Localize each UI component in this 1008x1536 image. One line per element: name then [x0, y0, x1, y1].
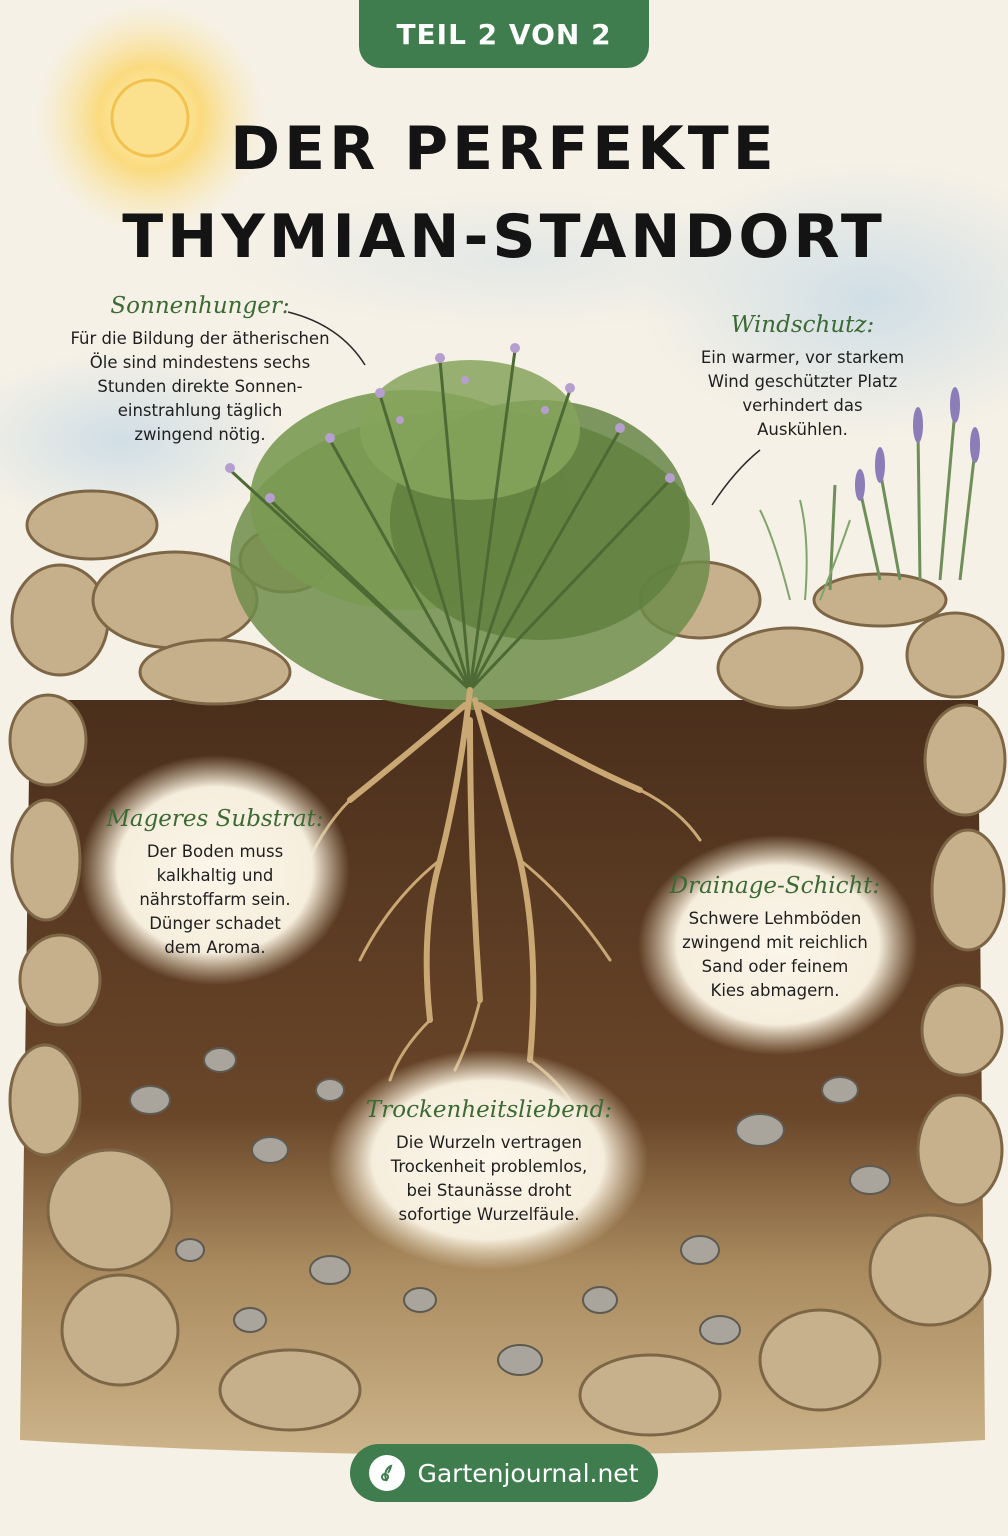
- callout-line: Trockenheit problemlos,: [390, 1157, 588, 1176]
- page-title: DER PERFEKTE THYMIAN-STANDORT: [0, 105, 1008, 281]
- callout-sun-text: Für die Bildung der ätherischen Öle sind…: [55, 327, 345, 447]
- thyme-plant-illustration: [225, 343, 710, 710]
- callout-wind: Windschutz: Ein warmer, vor starkem Wind…: [680, 312, 925, 442]
- callout-line: Öle sind mindestens sechs: [89, 353, 311, 372]
- callout-sun-heading: Sonnenhunger:: [110, 293, 290, 319]
- callout-drainage: Drainage-Schicht: Schwere Lehmböden zwin…: [655, 873, 895, 1003]
- callout-line: sofortige Wurzelfäule.: [398, 1205, 580, 1224]
- footer-site-badge[interactable]: Gartenjournal.net: [350, 1444, 658, 1502]
- title-line-1: DER PERFEKTE: [230, 114, 778, 184]
- callout-line: Wind geschützter Platz: [707, 372, 898, 391]
- callout-dry-heading: Trockenheitsliebend:: [365, 1097, 613, 1123]
- callout-line: kalkhaltig und: [156, 866, 274, 885]
- callout-substrate-heading: Mageres Substrat:: [106, 806, 324, 832]
- callout-line: verhindert das: [742, 396, 863, 415]
- callout-line: dem Aroma.: [164, 938, 266, 957]
- callout-line: zwingend nötig.: [134, 425, 266, 444]
- callout-wind-text: Ein warmer, vor starkem Wind geschützter…: [680, 346, 925, 442]
- sun-icon: [35, 3, 265, 233]
- callout-line: Auskühlen.: [757, 420, 848, 439]
- callout-line: Kies abmagern.: [710, 981, 840, 1000]
- callout-line: zwingend mit reichlich: [682, 933, 868, 952]
- site-name: Gartenjournal.net: [417, 1458, 639, 1488]
- callout-line: bei Staunässe droht: [406, 1181, 572, 1200]
- callout-line: nährstoffarm sein.: [139, 890, 291, 909]
- title-line-2: THYMIAN-STANDORT: [122, 202, 886, 272]
- callout-line: einstrahlung täglich: [117, 401, 283, 420]
- callout-sun: Sonnenhunger: Für die Bildung der ätheri…: [55, 293, 345, 447]
- callout-line: Der Boden muss: [146, 842, 284, 861]
- callout-line: Stunden direkte Sonnen-: [97, 377, 303, 396]
- callout-dry: Trockenheitsliebend: Die Wurzeln vertrag…: [358, 1097, 620, 1227]
- callout-dry-text: Die Wurzeln vertragen Trockenheit proble…: [358, 1131, 620, 1227]
- wind-pointer-line: [711, 449, 761, 506]
- callout-drainage-heading: Drainage-Schicht:: [669, 873, 881, 899]
- callout-line: Dünger schadet: [149, 914, 281, 933]
- callout-line: Ein warmer, vor starkem: [700, 348, 905, 367]
- callout-line: Für die Bildung der ätherischen: [70, 329, 330, 348]
- callout-line: Die Wurzeln vertragen: [396, 1133, 582, 1152]
- callout-line: Sand oder feinem: [701, 957, 849, 976]
- callout-drainage-text: Schwere Lehmböden zwingend mit reichlich…: [655, 907, 895, 1003]
- sun-pointer-line: [287, 311, 366, 366]
- plant-logo-icon: [369, 1455, 406, 1491]
- callout-substrate: Mageres Substrat: Der Boden muss kalkhal…: [100, 806, 330, 960]
- callout-line: Schwere Lehmböden: [688, 909, 862, 928]
- callout-wind-heading: Windschutz:: [730, 312, 875, 338]
- callout-substrate-text: Der Boden muss kalkhaltig und nährstoffa…: [100, 840, 330, 960]
- part-badge: TEIL 2 VON 2: [359, 0, 649, 68]
